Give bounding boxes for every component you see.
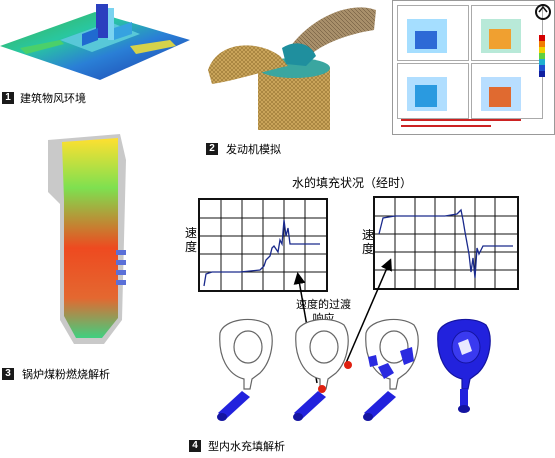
fluid-grid-image — [392, 0, 555, 135]
caption-3-label: 锅炉煤粉燃烧解析 — [22, 368, 110, 381]
caption-1-number: 1 — [2, 92, 14, 104]
boiler-image — [30, 130, 140, 350]
mold-fill-sequence — [200, 255, 535, 435]
caption-4-number: 4 — [189, 440, 201, 452]
right-chart-ylabel: 速度 — [361, 228, 374, 256]
caption-2-label: 发动机模拟 — [226, 143, 281, 156]
right-velocity-chart — [373, 196, 519, 290]
caption-2-number: 2 — [206, 143, 218, 155]
chart-title: 水的填充状况（经时） — [292, 176, 413, 190]
building-wind-image — [0, 0, 190, 82]
caption-4-label: 型内水充填解析 — [208, 440, 285, 453]
logo-mark-icon — [534, 3, 552, 23]
engine-mesh-image — [198, 0, 378, 135]
left-chart-ylabel: 速度 — [184, 226, 197, 254]
caption-3-number: 3 — [2, 368, 14, 380]
caption-1-label: 建筑物风环境 — [20, 92, 86, 105]
